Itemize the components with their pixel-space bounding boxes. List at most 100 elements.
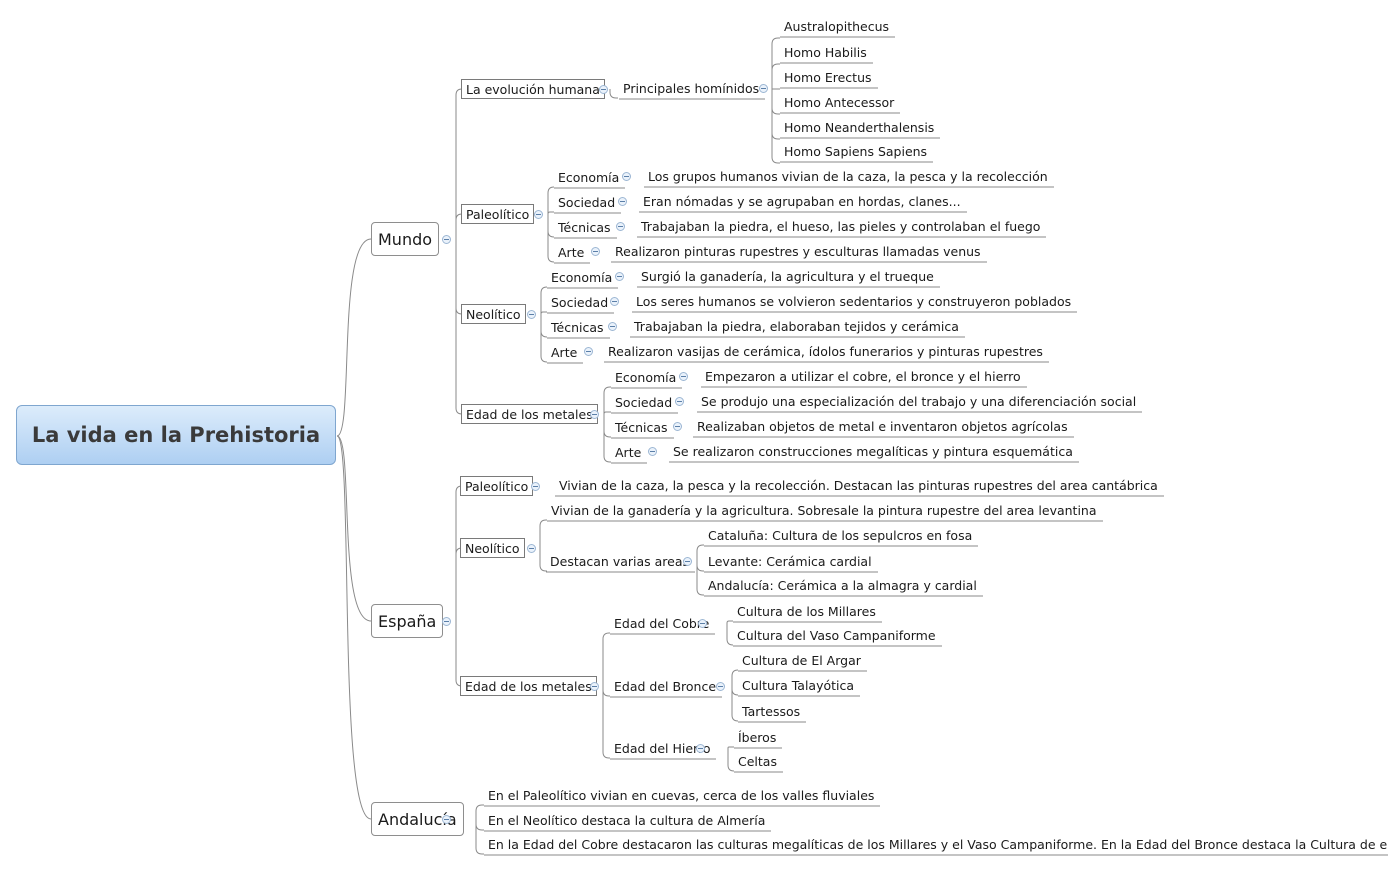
metales-economia-value[interactable]: Empezaron a utilizar el cobre, el bronce… xyxy=(705,369,1021,384)
andalucia-item[interactable]: En el Neolítico destaca la cultura de Al… xyxy=(488,813,766,828)
bronce-item[interactable]: Tartessos xyxy=(742,704,801,719)
andalucia-item[interactable]: En el Paleolítico vivian en cuevas, cerc… xyxy=(488,788,875,803)
connector-line xyxy=(539,548,547,572)
edad-del-hierro[interactable]: Edad del Hierro xyxy=(614,741,711,756)
area-item[interactable]: Levante: Cerámica cardial xyxy=(708,554,872,569)
topic-espana[interactable]: España xyxy=(371,604,444,638)
collapse-toggle-icon[interactable] xyxy=(618,197,627,206)
connector-line xyxy=(602,686,610,759)
area-item[interactable]: Cataluña: Cultura de los sepulcros en fo… xyxy=(708,528,973,543)
paleolitico-economia-value[interactable]: Los grupos humanos vivian de la caza, la… xyxy=(648,169,1048,184)
connector-line xyxy=(771,37,780,89)
connector-line xyxy=(603,386,611,414)
collapse-toggle-icon[interactable] xyxy=(584,347,593,356)
collapse-toggle-icon[interactable] xyxy=(610,297,619,306)
connector-line xyxy=(726,620,733,624)
andalucia-item[interactable]: En la Edad del Cobre destacaron las cult… xyxy=(488,837,1388,852)
paleolitico-sociedad-value[interactable]: Eran nómadas y se agrupaban en hordas, c… xyxy=(643,194,961,209)
neolitico-tecnicas-value[interactable]: Trabajaban la piedra, elaboraban tejidos… xyxy=(634,319,959,334)
destacan-varias-areas[interactable]: Destacan varias areas xyxy=(550,554,690,569)
connector-line xyxy=(547,186,555,214)
hierro-item[interactable]: Celtas xyxy=(738,754,777,769)
collapse-toggle-icon[interactable] xyxy=(531,482,540,491)
edad-del-bronce[interactable]: Edad del Bronce xyxy=(614,679,717,694)
hominido-item[interactable]: Homo Antecessor xyxy=(784,95,895,110)
collapse-toggle-icon[interactable] xyxy=(590,682,599,691)
espana-neolitico-value[interactable]: Vivian de la ganadería y la agricultura.… xyxy=(551,503,1097,518)
collapse-toggle-icon[interactable] xyxy=(698,619,707,628)
collapse-toggle-icon[interactable] xyxy=(527,544,536,553)
central-topic[interactable]: La vida en la Prehistoria xyxy=(16,405,336,465)
collapse-toggle-icon[interactable] xyxy=(599,85,608,94)
collapse-toggle-icon[interactable] xyxy=(648,447,657,456)
cobre-item[interactable]: Cultura del Vaso Campaniforme xyxy=(737,628,936,643)
connector-line xyxy=(602,632,610,686)
hierro-item[interactable]: Íberos xyxy=(738,730,777,745)
connector-line xyxy=(603,411,611,415)
collapse-toggle-icon[interactable] xyxy=(759,84,768,93)
hominido-item[interactable]: Homo Sapiens Sapiens xyxy=(784,144,928,159)
topic-andalucia[interactable]: Andalucía xyxy=(371,802,464,836)
neolitico-economia-value[interactable]: Surgió la ganadería, la agricultura y el… xyxy=(641,269,934,284)
bronce-item[interactable]: Cultura Talayótica xyxy=(742,678,855,693)
collapse-toggle-icon[interactable] xyxy=(615,272,624,281)
edad-del-cobre[interactable]: Edad del Cobre xyxy=(614,616,710,631)
neolitico-arte-value[interactable]: Realizaron vasijas de cerámica, ídolos f… xyxy=(608,344,1043,359)
subtopic-mundo-paleolitico[interactable]: Paleolítico xyxy=(461,204,535,224)
hominido-item[interactable]: Homo Habilis xyxy=(784,45,867,60)
subtopic-espana-paleolitico[interactable]: Paleolítico xyxy=(460,476,534,496)
hominido-item[interactable]: Homo Neanderthalensis xyxy=(784,120,935,135)
metales-economia[interactable]: Economía xyxy=(615,370,677,385)
subtopic-espana-metales[interactable]: Edad de los metales xyxy=(460,676,597,696)
paleolitico-tecnicas[interactable]: Técnicas xyxy=(558,220,611,235)
paleolitico-sociedad[interactable]: Sociedad xyxy=(558,195,616,210)
paleolitico-economia[interactable]: Economía xyxy=(558,170,620,185)
principales-hominidos[interactable]: Principales homínidos xyxy=(623,81,760,96)
collapse-toggle-icon[interactable] xyxy=(442,617,451,626)
collapse-toggle-icon[interactable] xyxy=(534,210,543,219)
connector-line xyxy=(726,623,734,646)
collapse-toggle-icon[interactable] xyxy=(679,372,688,381)
collapse-toggle-icon[interactable] xyxy=(622,172,631,181)
hominido-item[interactable]: Homo Erectus xyxy=(784,70,872,85)
metales-arte-value[interactable]: Se realizaron construcciones megalíticas… xyxy=(673,444,1073,459)
collapse-toggle-icon[interactable] xyxy=(591,247,600,256)
neolitico-sociedad[interactable]: Sociedad xyxy=(551,295,609,310)
collapse-toggle-icon[interactable] xyxy=(716,682,725,691)
neolitico-tecnicas[interactable]: Técnicas xyxy=(551,320,604,335)
area-item[interactable]: Andalucía: Cerámica a la almagra y cardi… xyxy=(708,578,977,593)
subtopic-evolucion-humana[interactable]: La evolución humana xyxy=(461,79,605,99)
espana-paleolitico-value[interactable]: Vivian de la caza, la pesca y la recolec… xyxy=(559,478,1158,493)
collapse-toggle-icon[interactable] xyxy=(696,744,705,753)
metales-arte[interactable]: Arte xyxy=(615,445,642,460)
metales-sociedad[interactable]: Sociedad xyxy=(615,395,673,410)
collapse-toggle-icon[interactable] xyxy=(683,557,692,566)
topic-mundo[interactable]: Mundo xyxy=(371,222,440,256)
collapse-toggle-icon[interactable] xyxy=(675,397,684,406)
hominido-item[interactable]: Australopithecus xyxy=(784,19,890,34)
paleolitico-arte-value[interactable]: Realizaron pinturas rupestres y escultur… xyxy=(615,244,981,259)
collapse-toggle-icon[interactable] xyxy=(442,235,451,244)
metales-tecnicas[interactable]: Técnicas xyxy=(615,420,668,435)
paleolitico-arte[interactable]: Arte xyxy=(558,245,585,260)
collapse-toggle-icon[interactable] xyxy=(442,815,451,824)
collapse-toggle-icon[interactable] xyxy=(608,322,617,331)
collapse-toggle-icon[interactable] xyxy=(616,222,625,231)
subtopic-mundo-metales[interactable]: Edad de los metales xyxy=(461,404,598,424)
neolitico-arte[interactable]: Arte xyxy=(551,345,578,360)
cobre-item[interactable]: Cultura de los Millares xyxy=(737,604,876,619)
paleolitico-tecnicas-value[interactable]: Trabajaban la piedra, el hueso, las piel… xyxy=(641,219,1041,234)
bronce-item[interactable]: Cultura de El Argar xyxy=(742,653,861,668)
metales-tecnicas-value[interactable]: Realizaban objetos de metal e inventaron… xyxy=(697,419,1068,434)
neolitico-sociedad-value[interactable]: Los seres humanos se volvieron sedentari… xyxy=(636,294,1072,309)
neolitico-economia[interactable]: Economía xyxy=(551,270,613,285)
metales-sociedad-value[interactable]: Se produjo una especialización del traba… xyxy=(701,394,1137,409)
collapse-toggle-icon[interactable] xyxy=(527,310,536,319)
subtopic-mundo-neolitico[interactable]: Neolítico xyxy=(461,304,526,324)
collapse-toggle-icon[interactable] xyxy=(673,422,682,431)
connector-line xyxy=(696,544,704,561)
subtopic-espana-neolitico[interactable]: Neolítico xyxy=(460,538,525,558)
collapse-toggle-icon[interactable] xyxy=(590,410,599,419)
connector-line xyxy=(731,686,739,722)
